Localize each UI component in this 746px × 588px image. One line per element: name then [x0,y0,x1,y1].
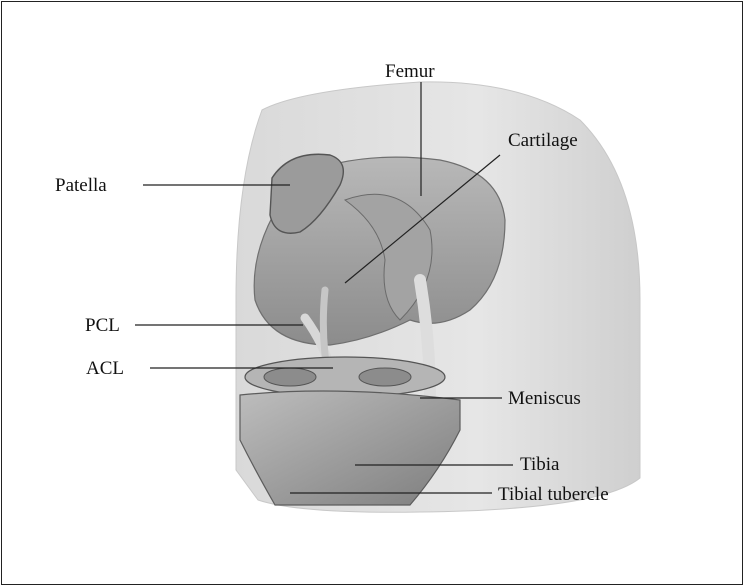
label-tibia: Tibia [520,454,560,475]
label-tibial-tubercle: Tibial tubercle [498,484,609,505]
meniscus-left-hole [264,368,316,386]
meniscus-right-hole [359,368,411,386]
label-pcl: PCL [85,315,120,336]
label-meniscus: Meniscus [508,388,581,409]
label-femur: Femur [385,61,435,82]
label-cartilage: Cartilage [508,130,578,151]
label-acl: ACL [86,358,124,379]
label-patella: Patella [55,175,107,196]
